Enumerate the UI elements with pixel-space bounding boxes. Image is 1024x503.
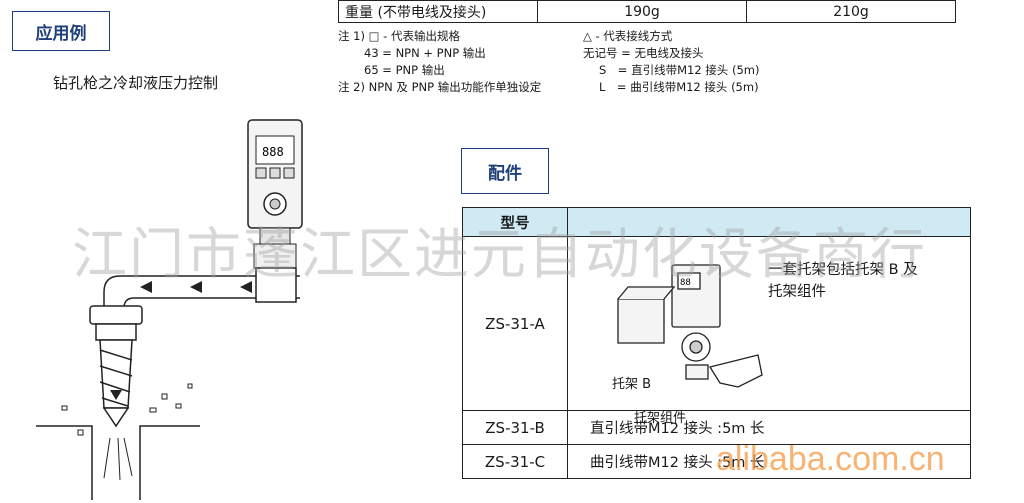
weight-label: 重量 (不带电线及接头) [338,0,538,23]
column-header-description [567,207,971,237]
table-row: ZS-31-B 直引线带M12 接头 :5m 长 [462,410,971,445]
table-row: ZS-31-A 一套托架包括托架 B 及 托架组件 88 托架 B 托架组件 [462,236,971,426]
drilling-gun-diagram: 888 [36,119,303,500]
chips [61,383,193,436]
table-header-row: 型号 [462,207,971,237]
pressure-switch-illustration: 888 [247,119,303,269]
site-watermark: alibaba.com.cn [716,440,945,478]
coolant-pipe [103,267,300,312]
description-cell: 曲引线带M12 接头 :5m 长 [567,444,971,479]
accessories-title: 配件 [461,148,549,194]
note-line: S = 直引线带M12 接头 (5m) [599,63,760,77]
description-cell-figure: 一套托架包括托架 B 及 托架组件 88 托架 B 托架组件 [567,236,971,426]
table-row: ZS-31-C 曲引线带M12 接头 :5m 长 [462,444,971,479]
svg-text:888: 888 [262,145,284,159]
workpiece [36,425,200,500]
coolant-spray [103,437,133,481]
notes-right: △ - 代表接线方式 无记号 = 无电线及接头 S = 直引线带M12 接头 (… [583,28,759,96]
description-cell: 直引线带M12 接头 :5m 长 [567,410,971,445]
note-line: △ - 代表接线方式 [583,29,673,43]
weight-table: 重量 (不带电线及接头) 190g 210g [338,0,956,23]
note-line: 注 2) NPN 及 PNP 输出功能作单独设定 [338,80,542,94]
label-bracket-b: 托架 B [612,377,652,392]
accessories-table: 型号 ZS-31-A 一套托架包括托架 B 及 托架组件 88 托架 B [462,207,971,479]
accessories-label: 配件 [488,163,522,184]
note-line: 注 1) □ - 代表输出规格 [338,29,460,43]
note-line: 43 = NPN + PNP 输出 [364,46,486,60]
application-example-title: 应用例 [12,11,110,51]
model-cell: ZS-31-A [462,236,568,411]
bracket-figure: 88 [617,264,763,388]
label-bracket-assembly: 托架组件 [634,411,687,426]
weight-value-1: 190g [537,0,747,23]
model-cell: ZS-31-C [462,444,568,479]
flow-arrows [140,281,252,293]
svg-text:88: 88 [680,278,691,288]
note-line: L = 曲引线带M12 接头 (5m) [599,80,759,94]
drill-bit-illustration [89,305,143,428]
application-caption: 钻孔枪之冷却液压力控制 [53,74,219,92]
application-example-label: 应用例 [35,23,87,44]
description-text: 一套托架包括托架 B 及 托架组件 [768,262,918,300]
model-cell: ZS-31-B [462,410,568,445]
notes-left: 注 1) □ - 代表输出规格 43 = NPN + PNP 输出 65 = P… [338,28,541,96]
down-arrow [110,390,122,400]
note-line: 65 = PNP 输出 [364,63,445,77]
weight-value-2: 210g [746,0,956,23]
note-line: 无记号 = 无电线及接头 [583,46,704,60]
table-row: 重量 (不带电线及接头) 190g 210g [338,0,956,23]
column-header-model: 型号 [462,207,568,237]
